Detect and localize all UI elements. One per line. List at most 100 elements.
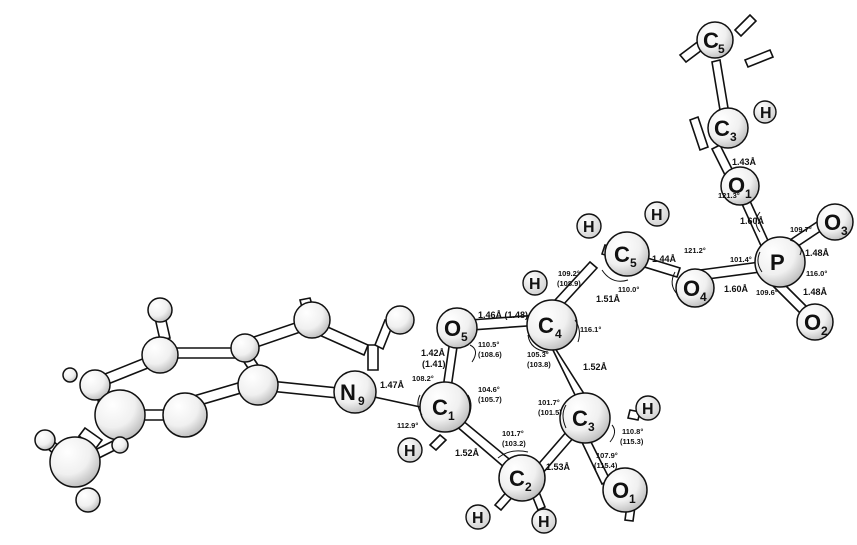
bond-angle: 110.0° xyxy=(618,285,639,294)
atom-c2: C 2 xyxy=(498,454,546,502)
atom-p: P xyxy=(754,236,806,288)
atom-index: 5 xyxy=(630,256,637,270)
bond-angle: 107.9° xyxy=(596,451,618,460)
bond xyxy=(733,13,758,38)
atom-index: 2 xyxy=(821,324,828,338)
bond-angle: 112.9° xyxy=(397,421,418,430)
bond-length: 1.43Å xyxy=(732,157,757,167)
svg-text:H: H xyxy=(760,105,772,122)
atom-n9: N 9 xyxy=(333,370,377,414)
bond-angle: 108.2° xyxy=(412,374,434,383)
atom-o2: O 2 xyxy=(796,303,834,341)
atom-symbol: O xyxy=(728,173,745,198)
bond-angle: (115.3) xyxy=(620,437,644,446)
atom-index: 2 xyxy=(525,480,532,494)
atom-index: 4 xyxy=(700,290,707,304)
bond-length: 1.51Å xyxy=(596,294,621,304)
bond-length: 1.46Å (1.48) xyxy=(478,310,528,320)
atom-index: 1 xyxy=(448,409,455,423)
base-atom xyxy=(162,392,208,438)
base-atom xyxy=(75,487,101,513)
atom-symbol: C xyxy=(538,313,554,338)
bond-angle: (103.2) xyxy=(502,439,526,448)
base-atom xyxy=(49,436,101,488)
svg-text:H: H xyxy=(583,219,595,236)
svg-text:H: H xyxy=(642,401,654,418)
atom-c3-chain: C 3 xyxy=(707,107,749,149)
base-atom xyxy=(147,297,173,323)
bond-angle: 109.2° xyxy=(558,269,580,278)
atom-symbol: N xyxy=(340,380,356,405)
atom-index: 9 xyxy=(358,394,365,408)
bond-length: 1.60Å xyxy=(740,216,765,226)
bond-angle: 109.7° xyxy=(790,225,812,234)
atom-index: 1 xyxy=(629,492,636,506)
base-atom xyxy=(79,369,111,401)
bond-angle: 116.0° xyxy=(806,269,827,278)
atom-index: 1 xyxy=(745,187,752,201)
bond-angle: 116.1° xyxy=(580,325,601,334)
bond-length: 1.48Å xyxy=(805,248,830,258)
bond-angle: (108.6) xyxy=(478,350,502,359)
bond-angle: 104.6° xyxy=(478,385,500,394)
bond-angle: (105.7) xyxy=(478,395,502,404)
atom-h: H xyxy=(635,395,661,421)
atom-index: 4 xyxy=(555,327,562,341)
bond-length: (1.41) xyxy=(422,359,446,369)
atom-symbol: C xyxy=(572,406,588,431)
bond-angle: (115.4) xyxy=(594,461,618,470)
atom-symbol: C xyxy=(703,28,719,53)
atom-o3: O 3 xyxy=(816,203,854,241)
atom-index: 3 xyxy=(841,224,848,238)
bond-length: 1.52Å xyxy=(455,448,480,458)
atom-symbol: O xyxy=(612,478,629,503)
svg-text:H: H xyxy=(529,276,541,293)
measurements: 1.43Å 121.3° 1.60Å 109.7° 1.48Å 101.4° 1… xyxy=(380,157,830,472)
base-atom xyxy=(237,364,279,406)
atom-symbol: P xyxy=(770,250,785,275)
base-atom xyxy=(34,429,56,451)
svg-text:H: H xyxy=(472,510,484,527)
bonds xyxy=(42,13,827,522)
bond-length: 1.44Å xyxy=(652,254,677,264)
svg-text:H: H xyxy=(651,207,663,224)
atom-h: H xyxy=(576,213,602,239)
angle-arcs xyxy=(417,211,802,459)
bond-length: 1.47Å xyxy=(380,380,405,390)
atom-c5: C 5 xyxy=(604,231,650,277)
svg-text:H: H xyxy=(538,514,550,531)
atom-h: H xyxy=(465,504,491,530)
base-atom xyxy=(111,436,129,454)
atom-symbol: C xyxy=(509,466,525,491)
atom-symbol: O xyxy=(683,276,700,301)
bond-angle: 110.8° xyxy=(622,427,643,436)
bond-length: 1.42Å xyxy=(421,348,446,358)
atom-index: 3 xyxy=(730,130,737,144)
atom-symbol: O xyxy=(804,310,821,335)
bond xyxy=(688,115,710,152)
bond-angle: (108.9) xyxy=(557,279,581,288)
atom-h: H xyxy=(522,270,548,296)
labelled-atoms: C 5 C 3 O 1 P O 3 O 2 xyxy=(333,21,854,513)
atom-symbol: C xyxy=(432,395,448,420)
bond-angle: 101.4° xyxy=(730,255,752,264)
bond-angle: (103.8) xyxy=(527,360,551,369)
bond-angle: 101.7° xyxy=(538,398,560,407)
atom-index: 5 xyxy=(461,330,468,344)
hydrogen-atoms: H H H H H H H H xyxy=(397,100,777,534)
bond-angle: 101.7° xyxy=(502,429,524,438)
atom-o5: O 5 xyxy=(436,307,478,349)
atom-h: H xyxy=(753,100,777,124)
bond-angle: 121.3° xyxy=(718,191,740,200)
base-atom xyxy=(293,301,331,339)
atom-symbol: C xyxy=(714,116,730,141)
bond xyxy=(711,59,729,111)
atom-h: H xyxy=(644,201,670,227)
atom-symbol: C xyxy=(614,242,630,267)
base-atom xyxy=(385,305,415,335)
atom-index: 3 xyxy=(588,420,595,434)
atom-h: H xyxy=(531,508,557,534)
atom-o4: O 4 xyxy=(675,268,715,308)
bond xyxy=(743,48,775,69)
